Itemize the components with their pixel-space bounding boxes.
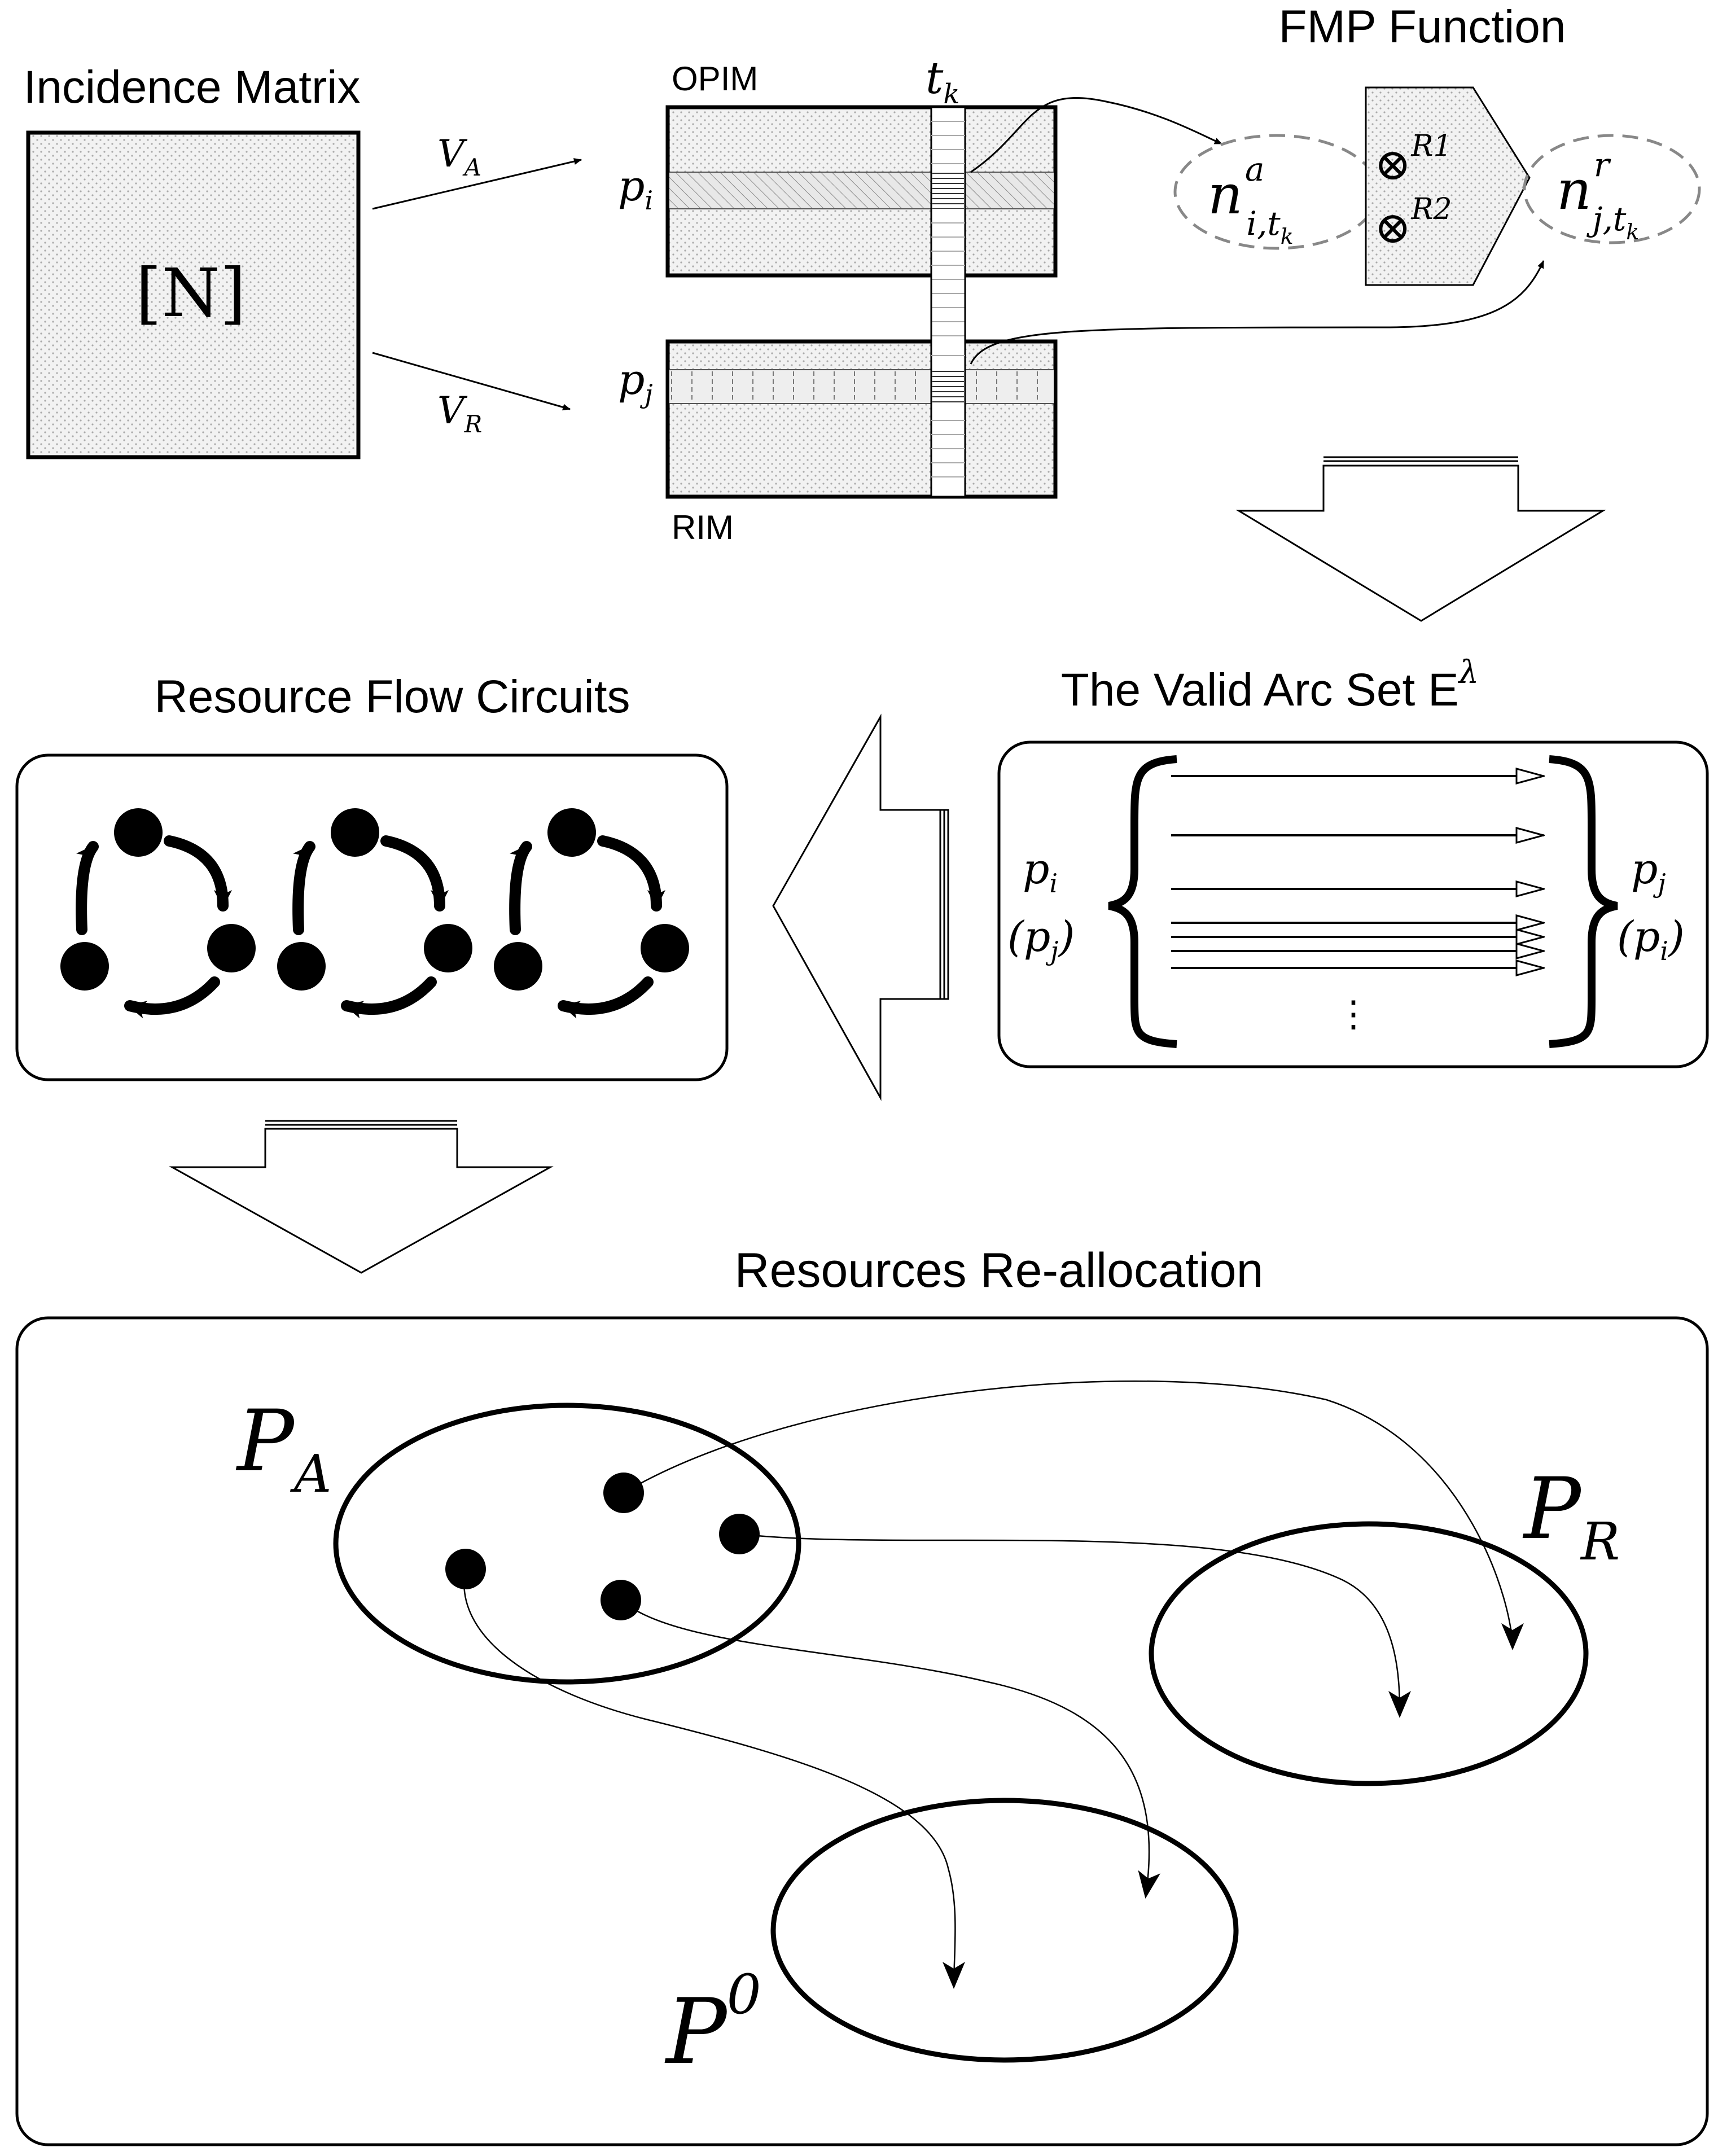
- arc-left-bottom: (pj): [1007, 913, 1075, 966]
- fmp-function-block: [1365, 86, 1531, 286]
- pj-row-label: pj: [618, 356, 653, 409]
- flow-circuit: [494, 808, 689, 1019]
- circuits-group: [60, 808, 689, 1019]
- arc-lines: [1171, 776, 1544, 968]
- fmp-output-node: [1523, 134, 1701, 244]
- pa-node: [603, 1473, 644, 1513]
- circuit-node: [114, 808, 163, 857]
- pa-node: [601, 1580, 641, 1620]
- incidence-matrix-title: Incidence Matrix: [23, 62, 360, 113]
- circuit-node: [424, 924, 472, 972]
- circuit-arc: [292, 841, 315, 935]
- opim-row-pi: [669, 172, 1054, 209]
- left-arrow-to-circuits: [772, 713, 949, 1101]
- pi-row-label: pi: [618, 162, 653, 216]
- flow-circuit: [277, 808, 472, 1019]
- resource-flow-circuits-box: [15, 753, 729, 1081]
- fmp-op2: ⊗R2: [1374, 192, 1452, 253]
- pa-nodes: [445, 1473, 760, 1620]
- va-label: VA: [437, 132, 481, 181]
- arc-left-top: pi: [1023, 845, 1058, 899]
- rim-matrix: [665, 339, 1058, 499]
- va-arrow: [372, 158, 582, 210]
- set-pr: [1149, 1521, 1589, 1786]
- resource-flow-circuits-title: Resource Flow Circuits: [155, 671, 630, 722]
- fmp-op1: ⊗R1: [1374, 129, 1452, 190]
- set-pa: [333, 1403, 801, 1685]
- vr-arrow: [372, 352, 571, 411]
- flow-pa-to-pr-1: [623, 1380, 1524, 1650]
- circuit-arc: [597, 835, 665, 912]
- opim-label: OPIM: [672, 60, 758, 98]
- flow-pa-to-p0-2: [620, 1600, 1161, 1899]
- circuit-arc: [76, 841, 99, 935]
- arc-right-bottom: (pi): [1617, 913, 1685, 966]
- valid-arc-set-title: The Valid Arc Set Eλ: [1061, 654, 1479, 716]
- circuit-arc: [341, 976, 437, 1019]
- circuit-arc: [380, 835, 449, 912]
- circuit-node: [60, 942, 109, 991]
- flow-circuit: [60, 808, 256, 1019]
- arc-right-top: pj: [1631, 845, 1666, 899]
- down-arrow-to-reallocation: [169, 1120, 554, 1274]
- rim-to-output-curve: [970, 260, 1545, 365]
- circuit-node: [547, 808, 596, 857]
- flow-pa-to-pr-2: [739, 1533, 1411, 1718]
- set-p0: [770, 1798, 1239, 2063]
- arc-right-brace: [1549, 755, 1618, 1048]
- opim-to-input-curve: [970, 97, 1222, 173]
- fmp-function-title: FMP Function: [1279, 1, 1566, 52]
- down-arrow-to-arc-set: [1235, 456, 1606, 622]
- flow-pa-to-p0-1: [463, 1568, 966, 1989]
- tk-label: tk: [926, 53, 959, 110]
- set-pa-label: PA: [235, 1392, 331, 1504]
- circuit-node: [207, 924, 256, 972]
- circuit-node: [494, 942, 542, 991]
- resources-reallocation-title: Resources Re-allocation: [735, 1243, 1264, 1298]
- circuit-node: [277, 942, 326, 991]
- rim-label: RIM: [672, 509, 734, 546]
- valid-arc-set-box: [997, 740, 1709, 1068]
- incidence-matrix-box: [26, 130, 361, 459]
- rim-row-pj: [669, 370, 1054, 404]
- tk-column: [930, 106, 966, 498]
- pa-node: [719, 1514, 760, 1554]
- arc-ellipsis: ⋮: [1335, 993, 1371, 1035]
- pa-node: [445, 1549, 486, 1589]
- resources-reallocation-box: [15, 1316, 1709, 2146]
- vr-label: VR: [437, 389, 482, 438]
- circuit-node: [641, 924, 689, 972]
- circuit-arc: [164, 835, 232, 912]
- circuit-arc: [509, 841, 532, 935]
- arc-left-brace: [1108, 755, 1177, 1048]
- set-pr-label: PR: [1522, 1460, 1620, 1572]
- circuit-arc: [558, 976, 654, 1019]
- incidence-matrix-label: [N]: [135, 254, 246, 332]
- circuit-arc: [124, 976, 220, 1019]
- circuit-node: [331, 808, 379, 857]
- set-p0-label: P0: [664, 1963, 761, 2084]
